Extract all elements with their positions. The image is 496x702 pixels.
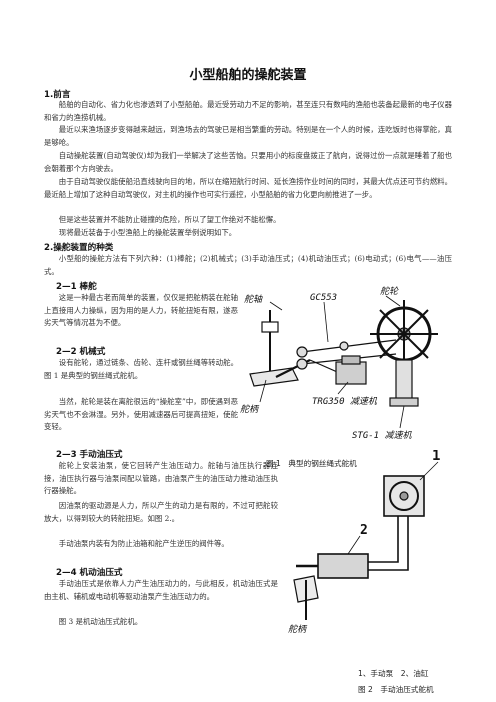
figure-2-manual-hydraulic-steering: 1 2 舵柄 xyxy=(288,450,440,635)
fig1-label-tiller: 舵柄 xyxy=(240,404,260,415)
page-title: 小型船舶的操舵装置 xyxy=(189,68,307,83)
paragraph: 舵轮上安装油泵，使它回转产生油压动力。舵轴与油压执行器连接，油压执行器与油泵间配… xyxy=(44,461,278,496)
paragraph: 现将最近装备于小型渔船上的操舵装置举例说明如下。 xyxy=(58,228,237,237)
subheading-manual-hydraulic: 2—3 手动油压式 xyxy=(56,450,123,460)
paragraph: 手动油泵内装有为防止油箱和舵产生逆压的阀件等。 xyxy=(58,539,229,548)
section-heading-types: 2.操舵装置的种类 xyxy=(44,243,114,253)
fig1-label-wheel: 舵轮 xyxy=(380,286,399,297)
paragraph: 最近以来渔场逐步变得越来越远，到渔场去的驾驶已是相当繁重的劳动。特别是在一个人的… xyxy=(44,125,452,147)
figure-1-caption: 图 1 典型的钢丝绳式舵机 xyxy=(266,459,357,468)
paragraph: 当然，舵轮是装在离舵很远的“操舵室”中，即使遇到恶劣天气也不会淋湿。另外，使用减… xyxy=(44,397,238,432)
fig2-marker-2: 2 xyxy=(360,523,368,538)
paragraph: 图 3 是机动油压式舵机。 xyxy=(58,617,143,626)
subheading-tiller: 2—1 棒舵 xyxy=(56,282,97,292)
subheading-power-hydraulic: 2—4 机动油压式 xyxy=(56,568,123,578)
paragraph: 这是一种最古老而简单的装置，仅仅是把舵柄装在舵轴上直接用人力操纵，因为用的是人力… xyxy=(44,293,238,328)
section-heading-preface: 1.前言 xyxy=(44,90,71,100)
paragraph: 船舶的自动化、省力化也渗透到了小型船舶。最近受劳动力不足的影响，甚至连只有数吨的… xyxy=(44,100,452,122)
paragraph: 由于自动驾驶仪能使船沿直线驶向目的地，所以在缩短航行时间、延长渔捞作业时间的同时… xyxy=(44,177,452,199)
fig2-label-tiller: 舵柄 xyxy=(288,624,308,635)
paragraph: 小型船的操舵方法有下列六种：(1)棒舵；(2)机械式；(3)手动油压式；(4)机… xyxy=(44,254,452,276)
fig1-label-stg1: STG-1 减速机 xyxy=(352,430,413,441)
paragraph: 但是这些装置并不能防止碰撞的危险，所以了望工作绝对不能松懈。 xyxy=(58,215,281,224)
paragraph: 因油泵的驱动源是人力，所以产生的动力是有限的，不过可把舵较放大，以得到较大的转舵… xyxy=(44,501,278,523)
paragraph: 自动操舵装置(自动驾驶仪)却为我们一举解决了这些苦恼。只要用小的标度盘拨正了航向… xyxy=(44,151,452,173)
paragraph: 设有舵轮，通过链条、齿轮、连杆或钢丝绳等转动舵。图 1 是典型的钢丝绳式舵机。 xyxy=(44,358,238,380)
fig1-label-gc553: GC553 xyxy=(310,293,337,303)
figure-2-caption: 图 2 手动油压式舵机 xyxy=(358,685,434,694)
fig1-label-trg350: TRG350 减速机 xyxy=(312,396,378,407)
fig2-marker-1: 1 xyxy=(432,450,440,464)
subheading-mechanical: 2—2 机械式 xyxy=(56,347,106,357)
figure-2-caption-items: 1、手动泵 2、油缸 xyxy=(358,669,429,678)
figure-1-wire-rope-steering: 舵轴 GC553 舵轮 舵柄 TRG350 减速机 STG-1 减速机 xyxy=(240,286,438,441)
fig1-label-rudder-shaft: 舵轴 xyxy=(244,294,263,305)
paragraph: 手动油压式是依靠人力产生油压动力的，与此相反，机动油压式是由主机、辅机或电动机等… xyxy=(44,579,278,601)
